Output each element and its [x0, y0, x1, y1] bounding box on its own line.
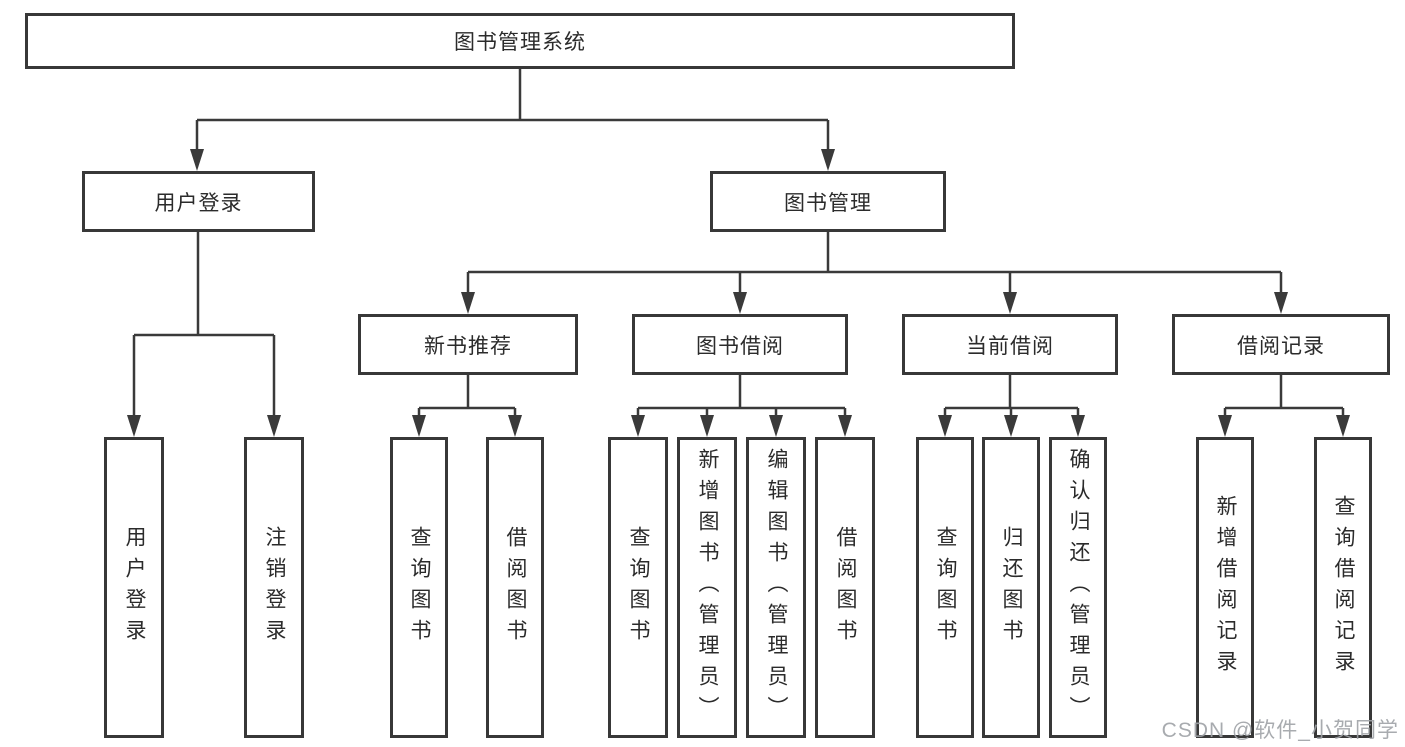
- leaf-query-books-recommend: 查询图书: [390, 437, 448, 738]
- node-label: 新增借阅记录: [1214, 494, 1237, 681]
- node-label: 注销登录: [263, 525, 286, 650]
- node-label: 查询图书: [408, 525, 431, 650]
- node-book-management: 图书管理: [710, 171, 946, 232]
- node-label: 借阅图书: [834, 525, 857, 650]
- leaf-logout: 注销登录: [244, 437, 304, 738]
- node-label: 用户登录: [154, 191, 243, 215]
- node-label: 图书管理: [784, 191, 872, 215]
- node-label: 图书管理系统: [454, 31, 586, 54]
- node-label: 新增图书（管理员）: [696, 448, 719, 727]
- node-label: 用户登录: [123, 525, 146, 650]
- node-new-book-recommendation: 新书推荐: [358, 314, 578, 375]
- node-user-login: 用户登录: [82, 171, 315, 232]
- leaf-add-borrow-record: 新增借阅记录: [1196, 437, 1254, 738]
- leaf-query-borrow-record: 查询借阅记录: [1314, 437, 1372, 738]
- node-library-management-system: 图书管理系统: [25, 13, 1015, 69]
- leaf-return-books: 归还图书: [982, 437, 1040, 738]
- node-borrowing-records: 借阅记录: [1172, 314, 1390, 375]
- node-label: 借阅记录: [1237, 334, 1325, 358]
- leaf-confirm-return-admin: 确认归还（管理员）: [1049, 437, 1107, 738]
- leaf-add-books-admin: 新增图书（管理员）: [677, 437, 737, 738]
- node-current-borrowing: 当前借阅: [902, 314, 1118, 375]
- node-label: 查询借阅记录: [1332, 494, 1355, 681]
- node-label: 借阅图书: [504, 525, 527, 650]
- arrowhead-icons: [127, 149, 1350, 437]
- leaf-borrow-books-recommend: 借阅图书: [486, 437, 544, 738]
- node-label: 编辑图书（管理员）: [765, 448, 788, 727]
- watermark: CSDN @软件_小贺同学: [1161, 719, 1399, 742]
- node-label: 确认归还（管理员）: [1067, 448, 1090, 727]
- leaf-query-books-borrowing: 查询图书: [608, 437, 668, 738]
- node-label: 查询图书: [934, 525, 957, 650]
- leaf-borrow-books: 借阅图书: [815, 437, 875, 738]
- node-label: 图书借阅: [696, 334, 784, 358]
- node-label: 新书推荐: [424, 334, 512, 358]
- leaf-query-books-current: 查询图书: [916, 437, 974, 738]
- node-label: 归还图书: [1000, 525, 1023, 650]
- node-label: 查询图书: [627, 525, 650, 650]
- leaf-user-login: 用户登录: [104, 437, 164, 738]
- node-book-borrowing: 图书借阅: [632, 314, 848, 375]
- node-label: 当前借阅: [966, 334, 1054, 358]
- leaf-edit-books-admin: 编辑图书（管理员）: [746, 437, 806, 738]
